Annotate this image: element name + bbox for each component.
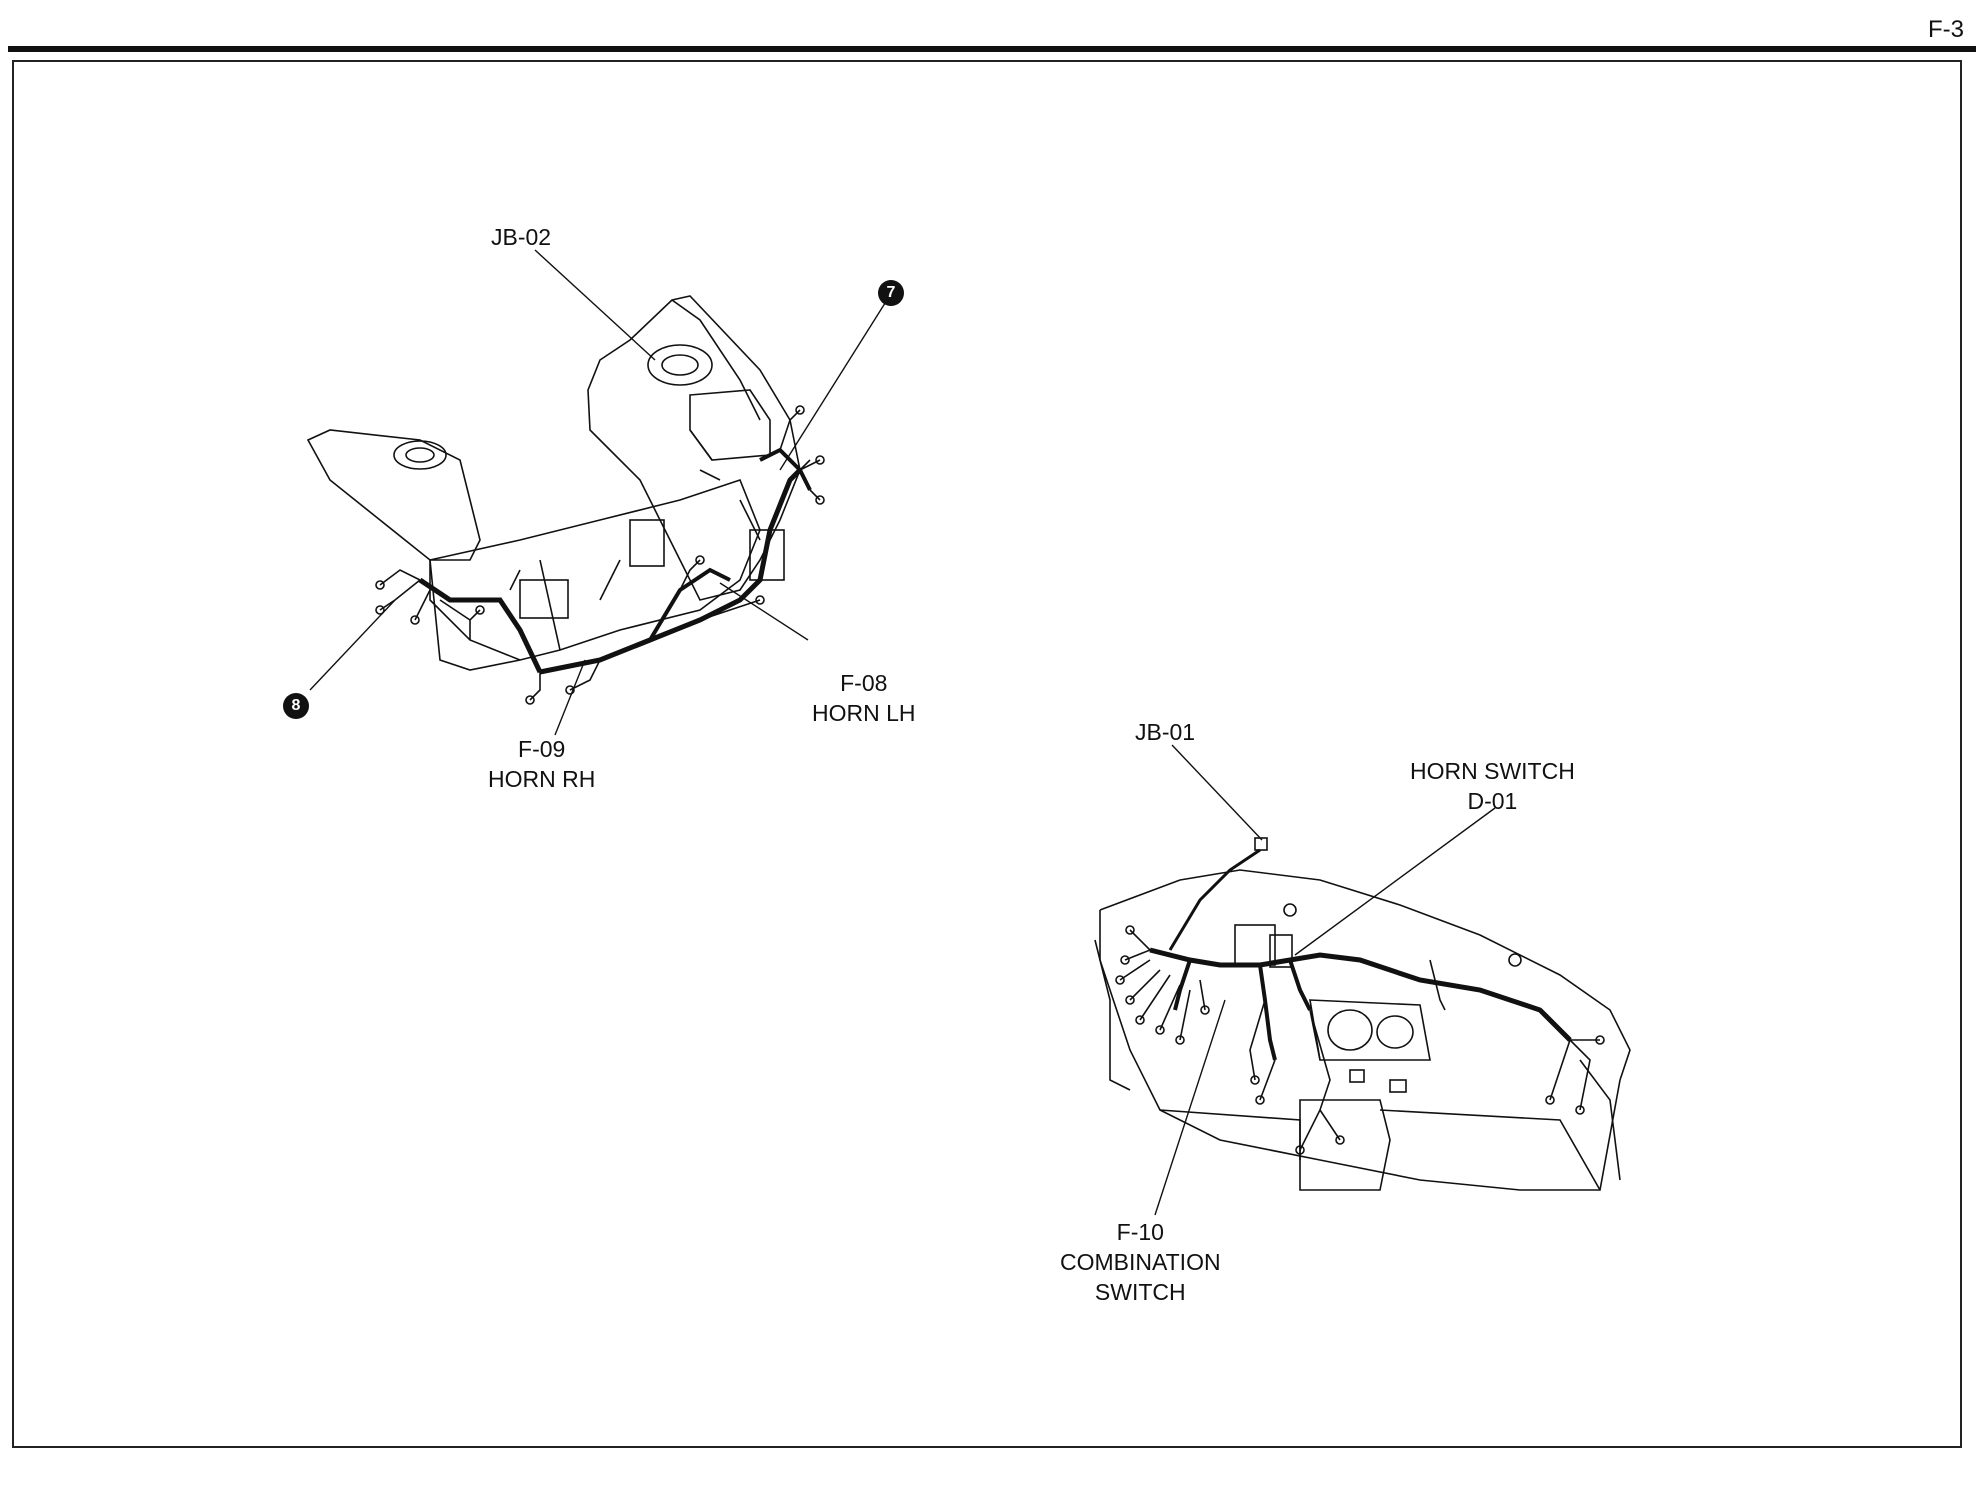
label-f08-name: HORN LH bbox=[812, 700, 916, 726]
diagram-frame bbox=[12, 60, 1962, 1448]
label-f10: F-10 COMBINATION SWITCH bbox=[1060, 1217, 1221, 1307]
label-f08: F-08 HORN LH bbox=[812, 668, 916, 728]
instrument-panel-drawing bbox=[1094, 837, 1631, 1191]
label-f08-code: F-08 bbox=[840, 670, 888, 696]
label-f10-name-2: SWITCH bbox=[1094, 1279, 1186, 1305]
label-d01-name: HORN SWITCH bbox=[1410, 758, 1575, 784]
front-end-module-drawing bbox=[306, 295, 825, 705]
leader-lines bbox=[309, 249, 1496, 1216]
page-number: F-3 bbox=[1928, 16, 1964, 43]
label-d01: HORN SWITCH D-01 bbox=[1410, 756, 1575, 816]
label-f10-name-1: COMBINATION bbox=[1060, 1249, 1221, 1275]
marker-7: 7 bbox=[878, 280, 904, 306]
label-f09: F-09 HORN RH bbox=[488, 734, 595, 794]
label-jb02: JB-02 bbox=[491, 224, 552, 250]
label-f10-code: F-10 bbox=[1116, 1219, 1164, 1245]
label-f09-name: HORN RH bbox=[488, 766, 596, 792]
label-jb01: JB-01 bbox=[1135, 719, 1196, 745]
marker-8: 8 bbox=[283, 693, 309, 719]
header-rule bbox=[8, 46, 1976, 52]
label-d01-code: D-01 bbox=[1467, 788, 1518, 814]
label-f09-code: F-09 bbox=[518, 736, 566, 762]
